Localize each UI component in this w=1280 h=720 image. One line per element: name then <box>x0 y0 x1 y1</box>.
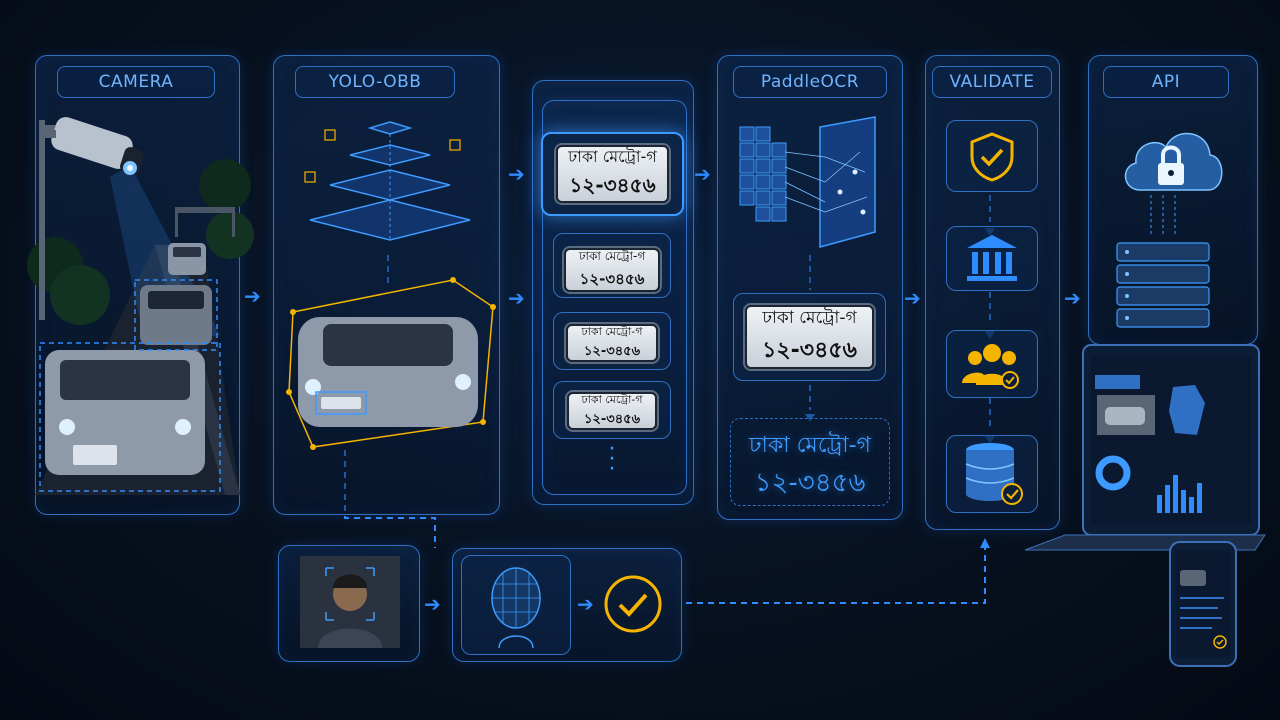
yolo-panel <box>273 55 500 515</box>
ocr-stage-label: PaddleOCR <box>733 66 887 98</box>
plate-line1: ঢাকা মেট্রো-গ <box>581 393 643 406</box>
plate-line2: ১২-৩৪৫৬ <box>762 337 857 363</box>
validate-users-tile <box>946 330 1038 398</box>
plate-line1: ঢাকা মেট্রো-গ <box>568 147 657 166</box>
arrow-icon: ➔ <box>694 162 711 186</box>
ocr-result-line1: ঢাকা মেট্রো-গ <box>749 433 871 458</box>
plate-line2: ১২-৩৪৫৬ <box>583 412 641 427</box>
cloud-lock-icon <box>1124 132 1223 191</box>
shield-check-icon <box>970 132 1014 182</box>
plate-crop-3: ঢাকা মেট্রো-গ ১২-৩৪৫৬ <box>566 324 658 362</box>
arrow-icon: ➔ <box>577 592 594 616</box>
layers-icon <box>304 121 471 241</box>
bank-icon <box>967 235 1017 281</box>
plate-line2: ১২-৩৪৫৬ <box>583 344 641 359</box>
ocr-plate: ঢাকা মেট্রো-গ ১২-৩৪৫৬ <box>745 305 874 369</box>
ocr-text-frame <box>730 418 890 506</box>
camera-icon <box>40 117 144 175</box>
validate-stage-label: VALIDATE <box>932 66 1052 98</box>
check-circle-icon <box>604 575 662 633</box>
ocr-network-icon <box>739 116 876 248</box>
yolo-stage-label: YOLO-OBB <box>295 66 455 98</box>
phone-dashboard-icon <box>1169 541 1237 667</box>
more-dots: ··· <box>608 437 616 482</box>
plate-line1: ঢাকা মেট্রো-গ <box>581 325 643 338</box>
plate-line2: ১২-৩৪৫৬ <box>569 173 656 197</box>
plate-crop-4: ঢাকা মেট্রো-গ ১২-৩৪৫৬ <box>567 392 657 430</box>
camera-scene <box>27 120 254 495</box>
driver-photo <box>300 556 400 648</box>
users-check-icon <box>962 344 1019 389</box>
plate-line1: ঢাকা মেট্রো-গ <box>578 248 646 263</box>
plate-crop-2: ঢাকা মেট্রো-গ ১২-৩৪৫৬ <box>564 248 660 292</box>
arrow-icon: ➔ <box>244 284 261 308</box>
arrow-icon: ➔ <box>1064 286 1081 310</box>
arrow-icon: ➔ <box>508 162 525 186</box>
plate-line2: ১২-৩৪৫৬ <box>579 269 645 288</box>
plate-line1: ঢাকা মেট্রো-গ <box>762 307 857 328</box>
car-detection <box>286 277 496 450</box>
arrow-icon: ➔ <box>424 592 441 616</box>
laptop-dashboard-icon <box>1024 344 1266 551</box>
ocr-result-line2: ১২-৩৪৫৬ <box>754 468 866 498</box>
arrow-icon: ➔ <box>904 286 921 310</box>
server-icon <box>1116 195 1210 328</box>
api-stage-label: API <box>1103 66 1229 98</box>
arrow-icon: ➔ <box>508 286 525 310</box>
database-check-icon <box>965 443 1023 505</box>
face-mesh-icon <box>491 567 541 649</box>
plate-crop-1: ঢাকা মেট্রো-গ ১২-৩৪৫৬ <box>556 145 669 203</box>
camera-stage-label: CAMERA <box>57 66 215 98</box>
